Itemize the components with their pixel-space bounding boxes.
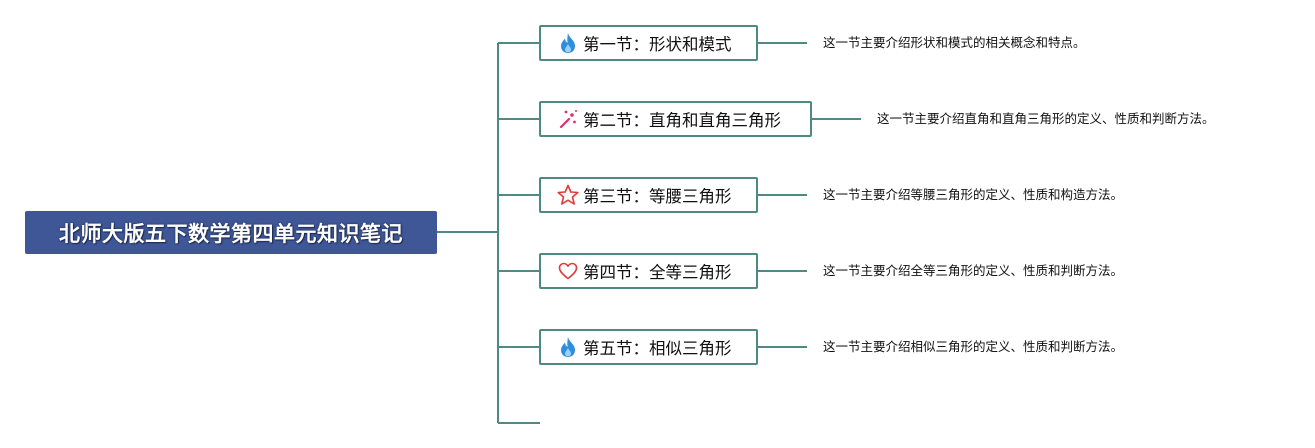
root-topic-label: 北师大版五下数学第四单元知识笔记 [59,221,403,246]
heart-icon [557,260,579,282]
topic-section-1[interactable]: 第一节：形状和模式 [539,25,758,61]
topic-section-1-title: 第一节：形状和模式 [583,35,732,54]
topic-section-5[interactable]: 第五节：相似三角形 [539,329,758,365]
topic-section-5-title: 第五节：相似三角形 [583,339,732,358]
star-icon [557,184,579,206]
topic-section-2[interactable]: 第二节：直角和直角三角形 [539,101,812,137]
topic-section-3-title: 第三节：等腰三角形 [583,187,732,206]
flame-icon [557,336,579,358]
topic-section-4-title: 第四节：全等三角形 [583,263,732,282]
sparkle-icon [557,108,579,130]
section-2-description: 这一节主要介绍直角和直角三角形的定义、性质和判断方法。 [877,111,1215,126]
section-3-description: 这一节主要介绍等腰三角形的定义、性质和构造方法。 [823,187,1124,202]
root-topic[interactable]: 北师大版五下数学第四单元知识笔记 [25,211,437,254]
topic-section-4[interactable]: 第四节：全等三角形 [539,253,758,289]
section-1-description: 这一节主要介绍形状和模式的相关概念和特点。 [823,35,1086,50]
section-4-description: 这一节主要介绍全等三角形的定义、性质和判断方法。 [823,263,1124,278]
flame-icon [557,32,579,54]
section-5-description: 这一节主要介绍相似三角形的定义、性质和判断方法。 [823,339,1124,354]
topic-section-2-title: 第二节：直角和直角三角形 [583,111,781,130]
topic-section-3[interactable]: 第三节：等腰三角形 [539,177,758,213]
